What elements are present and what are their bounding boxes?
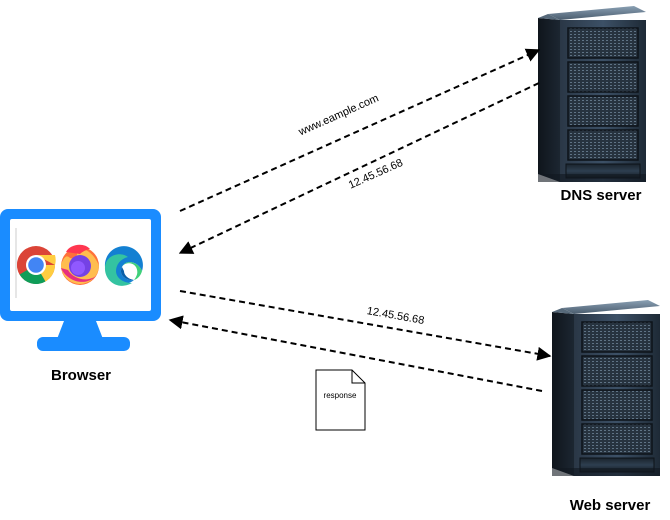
edge-label: www.eample.com (296, 92, 381, 138)
document-label: response (324, 391, 357, 400)
chrome-icon (17, 246, 56, 284)
edge-browser-to-web: 12.45.56.68 (179, 290, 552, 361)
browser-node: Browser (0, 209, 161, 384)
edge-web-to-browser (168, 315, 543, 392)
edge-label: 12.45.56.68 (347, 157, 405, 192)
edge-label: 12.45.56.68 (366, 305, 425, 327)
document-icon (315, 369, 366, 431)
response-document: response (315, 369, 366, 431)
dns-server-label: DNS server (561, 187, 642, 204)
dashed-arrow (168, 315, 543, 392)
edge-icon (104, 246, 143, 286)
server-rack-icon (537, 5, 647, 183)
web-server-node: Web server (551, 299, 661, 514)
web-server-label: Web server (570, 497, 651, 514)
dashed-arrow (178, 82, 540, 254)
firefox-icon (60, 244, 99, 285)
browser-label: Browser (51, 367, 111, 384)
dashed-arrow (179, 48, 541, 212)
dashed-arrow (179, 290, 552, 361)
server-rack-icon (551, 299, 661, 477)
dns-server-node: DNS server (537, 5, 647, 204)
